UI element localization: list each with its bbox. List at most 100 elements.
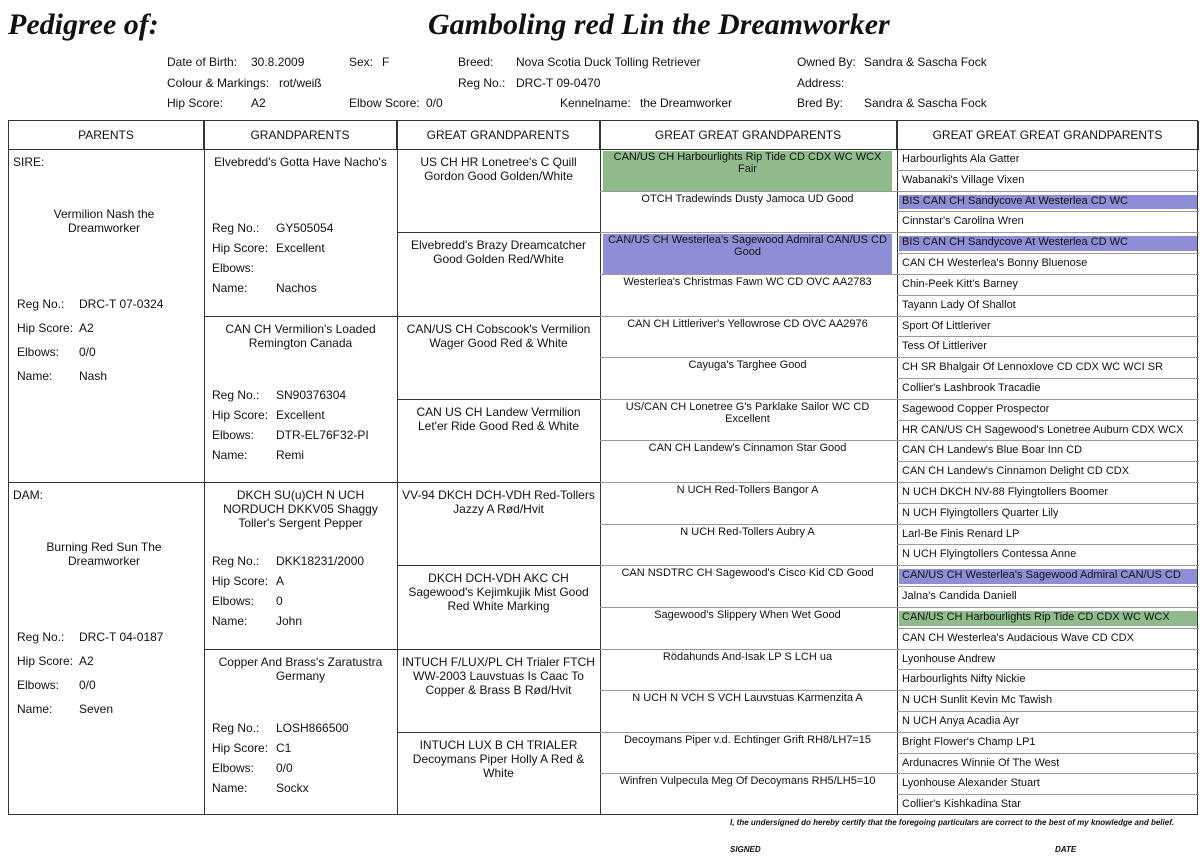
grandparent-name: Elvebredd's Gotta Have Nacho's [214,155,387,169]
row-divider [897,773,1199,774]
owned-value: Sandra & Sascha Fock [864,55,987,69]
row-divider [897,378,1199,379]
parent-field-label: Name: [17,369,53,383]
gg-grandparent-name: CAN CH Littleriver's Yellowrose CD OVC A… [627,317,868,330]
row-divider [897,336,1199,337]
ggg-grandparent-name: CH SR Bhalgair Of Lennoxlove CD CDX WC W… [902,361,1164,374]
highlight-box [899,569,1197,585]
ggg-grandparent-name: CAN CH Landew's Blue Boar Inn CD [902,444,1083,457]
row-divider [600,607,897,608]
grandparent-field-label: Elbows: [212,427,255,442]
parent-role: SIRE: [13,155,45,169]
parent-field-label: Reg No.: [17,630,65,644]
row-divider [204,316,397,317]
grandparent-field-label: Elbows: [212,594,255,608]
gg-grandparent-name: OTCH Tradewinds Dusty Jamoca UD Good [641,192,854,205]
parent-field-label: Elbows: [17,345,60,359]
ggg-grandparent-name: Lyonhouse Alexander Stuart [902,777,1040,790]
address-label: Address: [797,76,845,90]
ggg-grandparent-name: N UCH Sunlit Kevin Mc Tawish [902,694,1053,707]
ggg-grandparent-name: N UCH DKCH NV-88 Flyingtollers Boomer [902,486,1108,498]
gg-grandparent-name: N UCH Red-Tollers Bangor A [676,484,819,496]
gg-grandparent-name: N UCH Red-Tollers Aubry A [680,525,815,538]
grandparent-field-value: DKK18231/2000 [276,554,365,568]
grandparent-field-label: Hip Score: [212,574,269,588]
grandparent-field-label: Name: [212,447,248,462]
ggg-grandparent-name: CAN/US CH Harbourlights Rip Tide CD CDX … [902,610,1170,623]
grandparent-field-value: LOSH866500 [276,720,349,735]
row-divider [897,482,1199,483]
ggg-grandparent-name: CAN CH Westerlea's Bonny Bluenose [902,257,1088,270]
ggg-grandparent-name: CAN/US CH Westerlea's Sagewood Admiral C… [902,569,1181,582]
grandparent-field-value: DTR-EL76F32-PI [276,427,369,442]
grandparent-field-label: Name: [212,281,248,295]
row-divider [600,316,897,317]
ggg-grandparent-name: Tess Of Littleriver [902,340,987,353]
gg-grandparent-name: N UCH N VCH S VCH Lauvstuas Karmenzita A [632,692,863,705]
row-divider [397,232,600,233]
gg-grandparent-name: CAN/US CH Westerlea's Sagewood Admiral C… [608,234,887,259]
signed-label: SIGNED [730,845,761,854]
grandparent-field-label: Hip Score: [212,740,269,755]
row-divider [897,440,1199,441]
row-divider [897,544,1199,545]
parent-field-value: Nash [79,369,108,383]
kennel-label: Kennelname: [560,96,631,110]
gg-grandparent-name: CAN CH Landew's Cinnamon Star Good [648,442,847,455]
column-divider [897,121,898,814]
regno-value: DRC-T 09-0470 [516,76,601,90]
regno-label: Reg No.: [458,76,506,90]
row-divider [897,628,1199,629]
highlight-box [899,236,1197,252]
header-divider [9,149,1199,150]
breed-label: Breed: [458,55,494,69]
row-divider [600,399,897,400]
great-grandparent-name: US CH HR Lonetree's C Quill Gordon Good … [420,155,577,183]
row-divider [897,794,1199,795]
row-divider [600,357,897,358]
row-divider [9,482,204,483]
bred-label: Bred By: [797,96,844,110]
column-header: GRANDPARENTS [204,121,397,149]
row-divider [897,503,1199,504]
row-divider [600,274,897,275]
kennel-value: the Dreamworker [640,96,733,110]
row-divider [600,524,897,525]
dob-value: 30.8.2009 [251,55,305,69]
ggg-grandparent-name: Sport Of Littleriver [902,319,991,332]
row-divider [397,399,600,400]
row-divider [897,690,1199,691]
breed-value: Nova Scotia Duck Tolling Retriever [516,55,701,69]
parent-field-label: Name: [17,702,53,716]
row-divider [600,649,897,650]
ggg-grandparent-name: BIS CAN CH Sandycove At Westerlea CD WC [902,194,1128,207]
ggg-grandparent-name: BIS CAN CH Sandycove At Westerlea CD WC [902,236,1128,249]
column-header: GREAT GRANDPARENTS [397,121,600,149]
hip-value: A2 [251,96,266,110]
ggg-grandparent-name: HR CAN/US CH Sagewood's Lonetree Auburn … [902,423,1184,436]
gg-grandparent-name: Decoymans Piper v.d. Echtinger Grift RH8… [623,733,872,746]
row-divider [897,295,1199,296]
grandparent-field-value: 0 [276,594,283,608]
grandparent-field-value: Remi [276,447,305,462]
row-divider [897,669,1199,670]
sex-value: F [382,55,390,69]
elbow-label: Elbow Score: [349,96,420,110]
colour-value: rot/weiß [279,76,322,90]
ggg-grandparent-name: CAN CH Westerlea's Audacious Wave CD CDX [902,631,1134,644]
great-grandparent-name: CAN/US CH Cobscook's Vermilion Wager Goo… [406,321,591,350]
certify-text: I, the undersigned do hereby certify tha… [730,818,1175,827]
row-divider [897,607,1199,608]
row-divider [204,482,397,483]
parent-name: Burning Red Sun The Dreamworker [46,540,162,568]
column-divider [397,121,398,814]
row-divider [397,482,600,483]
grandparent-field-value: Sockx [276,780,309,795]
parent-field-label: Reg No.: [17,297,65,311]
row-divider [897,565,1199,566]
dog-name-title: Gamboling red Lin the Dreamworker [428,8,890,41]
ggg-grandparent-name: Wabanaki's Village Vixen [902,173,1025,186]
ggg-grandparent-name: Harbourlights Ala Gatter [902,153,1020,165]
ggg-grandparent-name: Cinnstar's Carolina Wren [902,215,1024,228]
